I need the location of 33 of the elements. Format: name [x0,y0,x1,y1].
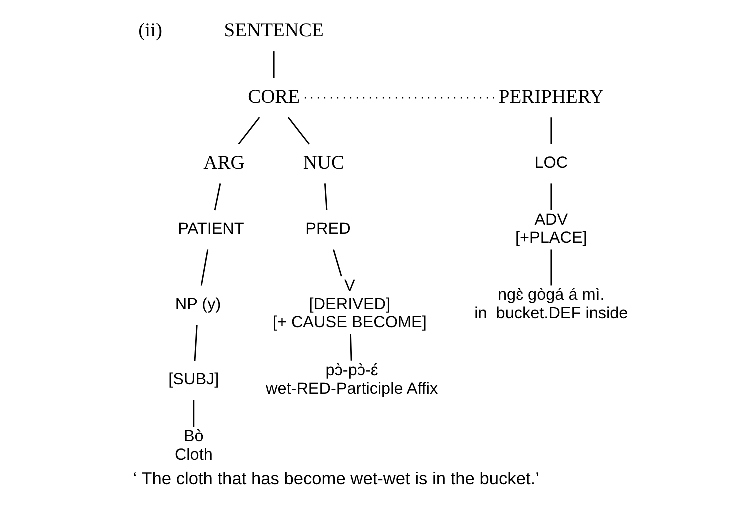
connector [273,52,275,78]
node-text: V [DERIVED] [+ CAUSE BECOME] [272,276,427,332]
connector [333,250,342,277]
connector [214,184,222,211]
connector [350,334,352,361]
connector [324,184,328,210]
node-text: PERIPHERY [498,86,604,108]
connector [288,117,310,145]
node-text: ngɛ̀ gògá á mì. [498,286,605,304]
connector [238,117,260,145]
connector [550,118,552,144]
node-text: LOC [534,154,568,172]
connector [193,400,195,428]
connector [550,250,552,286]
connector [200,250,209,286]
node-text: NP (y) [175,295,222,314]
caption: ‘ The cloth that has become wet-wet is in the bucket.’ [133,468,540,489]
node-text: PATIENT [178,220,244,238]
node-text: SENTENCE [224,20,324,42]
node-text: [SUBJ] [168,370,220,389]
node-text: PRED [306,220,351,238]
node-text: Bò [184,427,204,446]
label: (ii) [138,20,162,42]
node-text: CORE [248,86,300,108]
connector [550,184,552,210]
node-text: ARG [204,152,245,174]
node-text: pɔ̀-pɔ̀-ɛ́ [326,361,378,380]
node-label: Cloth [174,446,213,464]
node-text: NUC [303,152,345,174]
node-label: wet-RED-Participle Affix [266,380,438,398]
node-text: ADV [+PLACE] [516,210,588,248]
connector [194,324,198,362]
node-label: in bucket.DEF inside [474,304,628,322]
